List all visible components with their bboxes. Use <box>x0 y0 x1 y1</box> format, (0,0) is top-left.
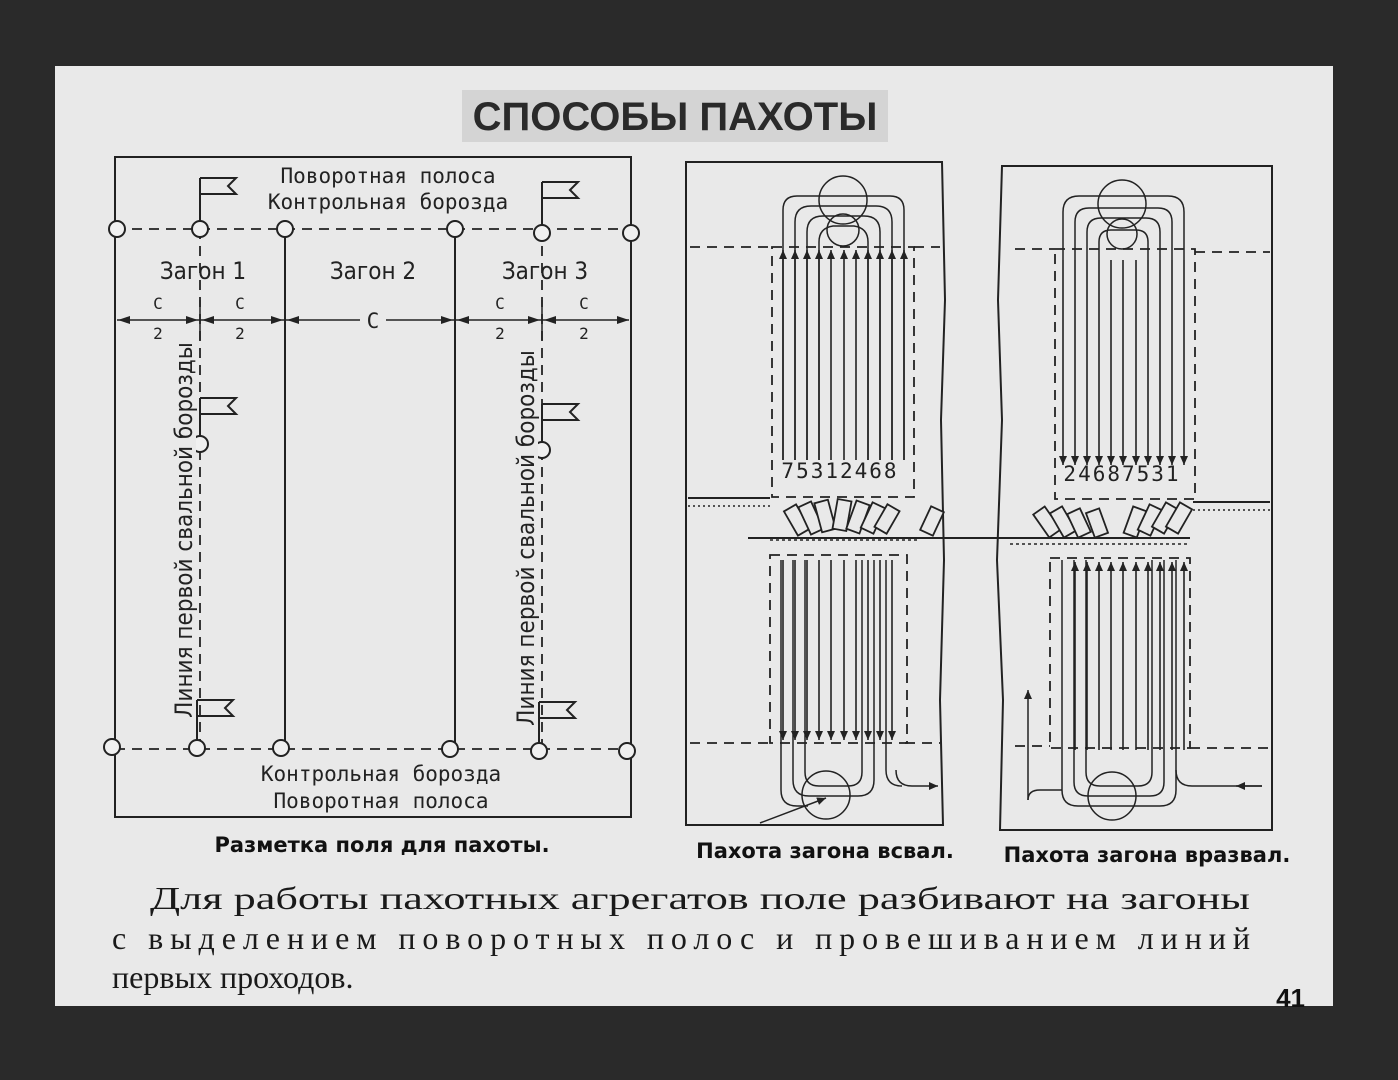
half-c-fractions: С 2 С 2 С 2 С 2 <box>153 294 589 343</box>
svg-text:С: С <box>235 294 245 313</box>
marker-flags <box>196 177 581 743</box>
body-line-3: первых проходов. <box>112 959 354 995</box>
lower-pass-arrows <box>779 560 896 740</box>
middle-pass-sequence: 75312468 <box>781 459 898 483</box>
dimension-arrows <box>118 316 629 324</box>
first-furrow-line-label-1: Линия первой свальной борозды <box>170 342 198 718</box>
title-plate <box>462 90 888 142</box>
first-furrow-line-label-3: Линия первой свальной борозды <box>512 350 540 726</box>
right-lower-pass-arrows <box>1071 562 1188 750</box>
top-turn-strip-label: Поворотная полоса <box>281 164 496 188</box>
top-control-furrow-label: Контрольная борозда <box>268 190 508 214</box>
right-top-turn-loops <box>1062 179 1185 260</box>
svg-text:2: 2 <box>235 324 245 343</box>
bottom-turn-loops <box>780 560 903 820</box>
svg-text:С: С <box>495 294 505 313</box>
svg-text:2: 2 <box>495 324 505 343</box>
left-caption: Разметка поля для пахоты. <box>214 833 549 857</box>
c-dimension-label: С <box>367 309 380 333</box>
zagon-3-label: Загон 3 <box>502 257 588 285</box>
page-number: 41 <box>1276 983 1305 1013</box>
field-markup-diagram: Поворотная полоса Контрольная борозда За… <box>103 156 640 818</box>
top-turn-loops <box>782 175 905 460</box>
body-line-2: с выделением поворотных полос и провешив… <box>112 920 1250 956</box>
zagon-2-label: Загон 2 <box>330 257 416 285</box>
bottom-turn-strip-label: Поворотная полоса <box>274 789 489 813</box>
right-pass-sequence: 24687531 <box>1063 462 1180 486</box>
svg-text:С: С <box>153 294 163 313</box>
zagon-1-label: Загон 1 <box>160 257 246 285</box>
svg-text:2: 2 <box>153 324 163 343</box>
svg-text:2: 2 <box>579 324 589 343</box>
plowing-outward-diagram: 24687531 <box>995 165 1273 831</box>
upper-pass-arrows <box>779 250 908 460</box>
plowing-inward-diagram: 75312468 <box>685 161 1190 826</box>
slide-background <box>55 66 1333 1006</box>
right-caption: Пахота загона вразвал. <box>1004 843 1291 867</box>
right-upper-pass-arrows <box>1059 260 1188 465</box>
middle-caption: Пахота загона всвал. <box>696 839 954 863</box>
bottom-control-furrow-label: Контрольная борозда <box>261 762 501 786</box>
body-line-1: Для работы пахотных агрегатов поле разби… <box>150 880 1250 916</box>
soil-section-inward <box>688 497 1190 541</box>
svg-text:С: С <box>579 294 589 313</box>
page-title: СПОСОБЫ ПАХОТЫ <box>473 95 878 139</box>
soil-section-outward <box>1010 501 1270 545</box>
right-bottom-turn-loops <box>1061 560 1177 821</box>
